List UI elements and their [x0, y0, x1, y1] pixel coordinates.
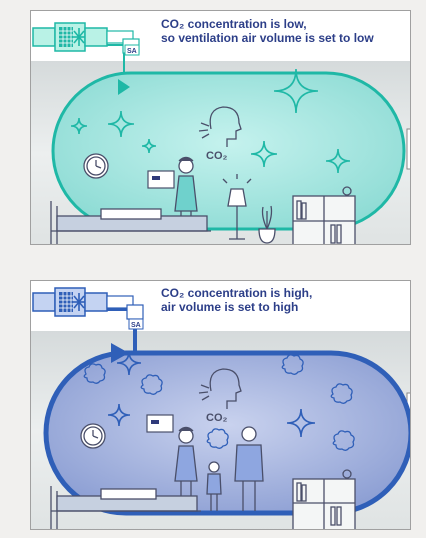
fan-icon	[72, 293, 86, 311]
window-icon	[406, 128, 410, 170]
co2-label: CO₂	[206, 412, 228, 424]
bookshelf-icon	[292, 186, 356, 244]
clean-air-star-icons	[70, 68, 351, 174]
caption-line-2: air volume is set to high	[161, 300, 299, 314]
bed-icon	[50, 201, 211, 244]
pollutant-cloud-icons	[83, 354, 355, 451]
caption-low: CO₂ concentration is low, so ventilation…	[161, 17, 374, 45]
high-co2-scene: CO₂	[31, 287, 410, 529]
sa-badge	[128, 318, 144, 330]
woman-figure-icon	[174, 156, 198, 231]
breathing-head-icon	[198, 368, 242, 409]
air-conditioner-icon	[146, 414, 174, 433]
caption-line-1: CO₂ concentration is low,	[161, 17, 307, 31]
family-figures-icon	[174, 426, 264, 511]
caption-line-2: so ventilation air volume is set to low	[161, 31, 374, 45]
wall-clock-icon	[83, 153, 109, 179]
breathing-head-icon	[198, 106, 242, 147]
plant-icon	[258, 205, 276, 244]
low-co2-panel: CO₂	[30, 10, 411, 245]
fan-icon	[72, 28, 86, 46]
bookshelf-icon	[292, 469, 356, 529]
sa-badge	[124, 44, 140, 56]
bed-icon	[50, 486, 201, 529]
wall-clock-icon	[80, 423, 106, 449]
air-conditioner-icon	[147, 170, 175, 189]
caption-high: CO₂ concentration is high, air volume is…	[161, 286, 312, 314]
low-co2-scene: CO₂	[31, 22, 410, 244]
high-co2-panel: CO₂	[30, 280, 411, 530]
sa-label: SA	[127, 48, 137, 55]
ventilation-unit-icon	[32, 22, 140, 54]
ventilation-unit-icon	[32, 287, 144, 320]
airflow-arrow-icon	[118, 79, 130, 95]
co2-label: CO₂	[206, 150, 228, 162]
floor-lamp-icon	[222, 174, 252, 240]
sa-label: SA	[131, 322, 141, 329]
star-icons	[107, 350, 316, 438]
airflow-arrow-icon	[111, 343, 129, 363]
caption-line-1: CO₂ concentration is high,	[161, 286, 313, 300]
